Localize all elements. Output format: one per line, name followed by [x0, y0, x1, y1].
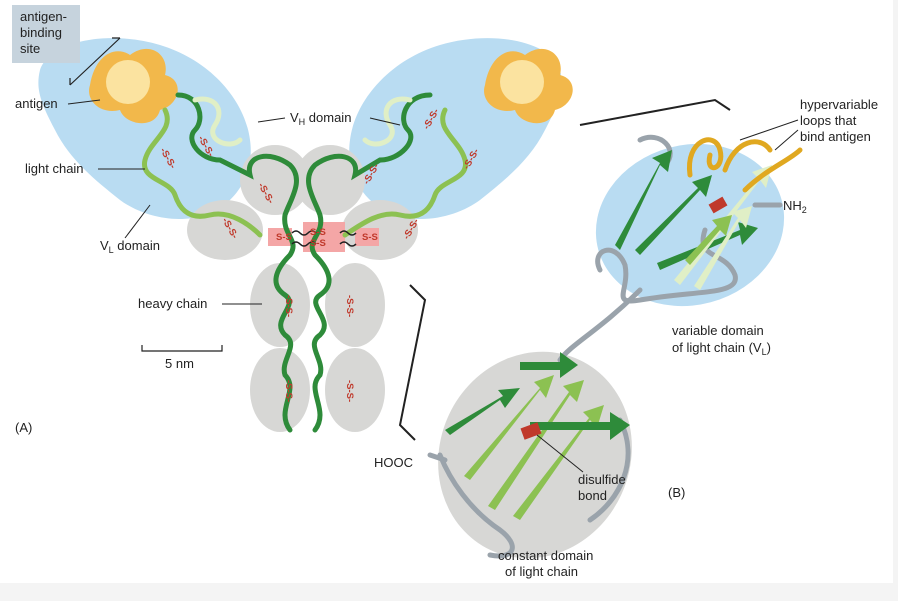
variable-domain-background: [595, 143, 785, 307]
vl-strand-1: [615, 150, 672, 250]
variable-domain-strands: [615, 150, 772, 290]
constant-domain-line2: of light chain: [505, 564, 578, 579]
vl-disulfide-bond: [708, 196, 728, 214]
scale-bar-label: 5 nm: [165, 356, 194, 371]
cl-strand-2: [464, 375, 554, 480]
hinge-coils: [291, 230, 357, 247]
hv-leader-1: [739, 119, 799, 141]
hv-loop-3: [742, 147, 803, 193]
left-light-chain: [142, 107, 263, 238]
cl-disulfide-bond: [520, 422, 542, 440]
nh2-main: NH: [783, 198, 802, 213]
left-ch3-domain: [250, 348, 310, 432]
zoom-line-top: [579, 98, 731, 126]
hv-loop-1: [686, 137, 724, 178]
disulfide-leader: [536, 434, 584, 473]
cl-right-loop: [587, 417, 631, 523]
vh-domain-label: VH domain: [290, 110, 351, 127]
left-light-variable: [192, 96, 243, 147]
vl-strand-2: [635, 175, 712, 255]
ss-left-ch3: -S-S-: [283, 380, 294, 402]
hypervariable-line2: loops that: [800, 113, 857, 128]
cl-backbone: [437, 452, 515, 559]
vd-close: ): [767, 340, 771, 355]
nh2-sub: 2: [802, 205, 807, 215]
left-heavy-chain: [175, 92, 299, 433]
constant-domain-line1: constant domain: [498, 548, 593, 563]
cl-strand-5: [530, 412, 630, 440]
ss-hinge-2: S-S: [310, 238, 326, 249]
antigen-binding-site-line3: site: [20, 41, 40, 56]
cterm-stub: [427, 452, 448, 463]
ss-right-ch2: -S-S-: [344, 295, 355, 317]
right-heavy-chain: [306, 92, 433, 433]
vh-sub: H: [299, 117, 306, 127]
panel-a-label: (A): [15, 420, 32, 435]
left-ch2-domain: [250, 263, 310, 347]
vl-domain-label: VL domain: [100, 238, 160, 255]
scale-bar: [141, 345, 223, 352]
heavy-chain-label: heavy chain: [138, 296, 207, 311]
coil-left: [291, 230, 317, 236]
hv-loop-2: [722, 139, 773, 173]
zoom-line-bottom: [398, 284, 427, 441]
vh-rest: domain: [305, 110, 351, 125]
cl-strand-1: [445, 388, 520, 435]
vl-backbone: [595, 227, 738, 304]
ss-hinge-1: S-S: [310, 227, 326, 238]
hooc-label: HOOC: [374, 455, 413, 470]
vd-main: of light chain (V: [672, 340, 762, 355]
right-light-variable: [362, 96, 413, 147]
antigen-binding-site-box: [12, 5, 80, 63]
antigen-binding-site-line2: binding: [20, 25, 62, 40]
antigen-label: antigen: [15, 96, 58, 111]
vl-leader: [124, 204, 151, 239]
antigen-leader: [67, 99, 101, 105]
coil-left-2: [291, 241, 317, 247]
hv-leader-2: [774, 129, 799, 151]
vl-rest: domain: [114, 238, 160, 253]
vh-main: V: [290, 110, 299, 125]
vl-main: V: [100, 238, 109, 253]
hypervariable-line1: hypervariable: [800, 97, 878, 112]
antigen-right: [484, 48, 573, 124]
antigen-left: [89, 48, 178, 124]
coil-right-2: [339, 241, 357, 247]
panel-b-label: (B): [668, 485, 685, 500]
antigen-binding-site-line1: antigen-: [20, 9, 67, 24]
cl-strand-4: [513, 405, 604, 520]
vl-sub: L: [109, 245, 114, 255]
polypeptide-chains: [142, 92, 468, 433]
right-light-chain: [342, 107, 468, 238]
ss-hinge-left: S-S: [276, 232, 292, 243]
light-chain-label: light chain: [25, 161, 84, 176]
cl-strand-6: [520, 352, 578, 378]
vh-leader-right: [369, 117, 401, 126]
vd-sub: L: [762, 347, 767, 357]
right-ch2-domain: [325, 263, 385, 347]
vl-strand-6: [685, 215, 732, 265]
disulfide-bond-line2: bond: [578, 488, 607, 503]
coil-right: [339, 230, 357, 236]
ss-right-ch3: -S-S-: [344, 380, 355, 402]
constant-domain-strands: [445, 352, 630, 520]
hinge-region-right: [355, 228, 379, 246]
vh-leader-left: [257, 117, 286, 123]
binding-site-bracket: [69, 37, 121, 86]
hypervariable-line3: bind antigen: [800, 129, 871, 144]
right-ch3-domain: [325, 348, 385, 432]
variable-domain-line1: variable domain: [672, 323, 764, 338]
ss-hinge-right: S-S: [362, 232, 378, 243]
variable-domain-line2: of light chain (VL): [672, 340, 771, 357]
ss-left-ch2: -S-S-: [283, 295, 294, 317]
constant-domain-background: [438, 351, 632, 559]
nh2-label: NH2: [783, 198, 807, 215]
cl-strand-3: [488, 380, 584, 510]
vl-strand-5: [694, 206, 752, 290]
disulfide-bond-line1: disulfide: [578, 472, 626, 487]
hypervariable-loops: [686, 137, 803, 193]
